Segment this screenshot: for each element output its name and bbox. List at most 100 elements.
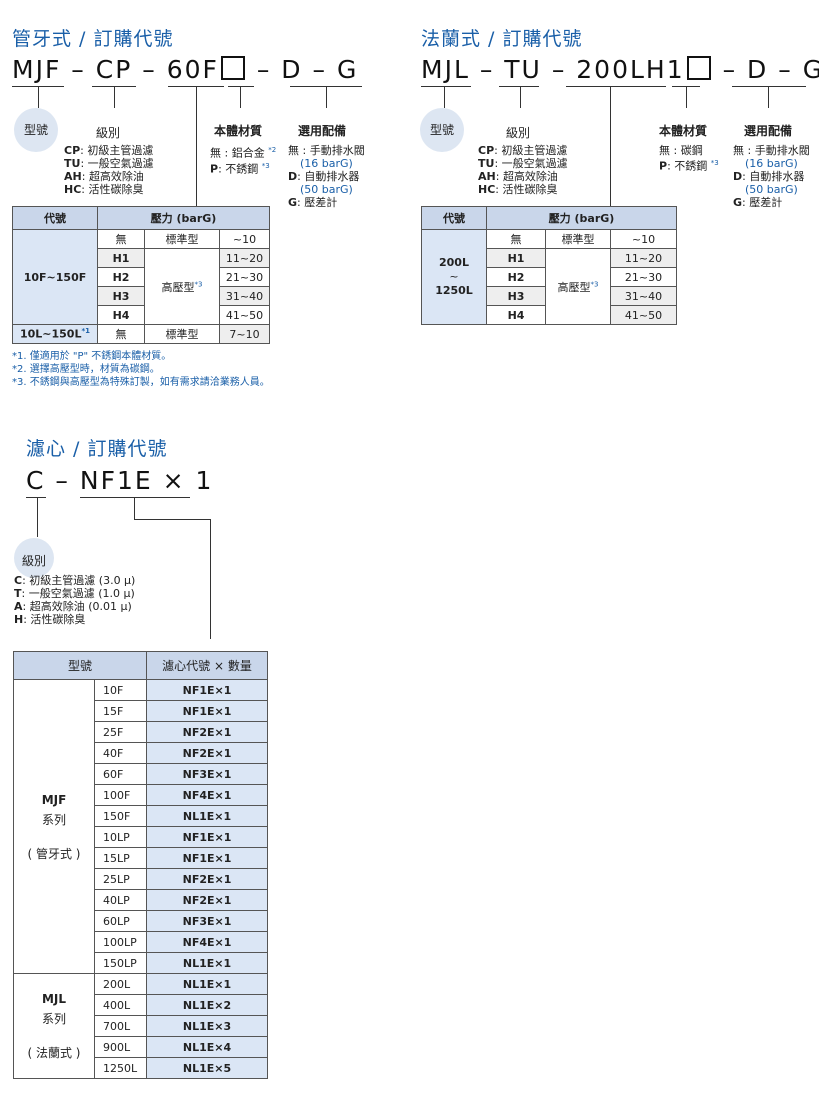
material-options: 無 : 鋁合金 *2 P: 不銹鋼 *3	[210, 146, 277, 176]
code-part-gauge: G	[336, 55, 359, 84]
leader-line	[686, 86, 687, 108]
code-part-element: NF1E	[79, 466, 153, 495]
leader-line	[610, 86, 611, 206]
grade-label: 級別	[14, 538, 54, 578]
code-part-drain: D	[747, 55, 769, 84]
element-code-cell: NF2E×1	[146, 742, 268, 764]
element-code-cell: NF1E×1	[146, 847, 268, 869]
element-code-cell: NL1E×5	[146, 1057, 268, 1079]
element-code-cell: NF2E×1	[146, 889, 268, 911]
pressure-value: 21~30	[610, 267, 677, 287]
element-code-cell: NL1E×1	[146, 973, 268, 995]
code-part-size: 200LH1	[576, 55, 685, 84]
type-label: 標準型	[545, 229, 611, 249]
element-code-cell: NL1E×3	[146, 1015, 268, 1037]
grade-options: C: 初級主管過濾 (3.0 μ) T: 一般空氣過濾 (1.0 μ) A: 超…	[14, 574, 136, 626]
mjf-pressure-table: 代號 壓力 (barG) 10F~150F 無 標準型 ~10 H1 高壓型*3…	[12, 206, 270, 344]
model-cell: 25LP	[94, 868, 147, 890]
leader-line	[326, 86, 327, 108]
model-cell: 15F	[94, 700, 147, 722]
pressure-code: H1	[486, 248, 546, 268]
mjl-pressure-table: 代號 壓力 (barG) 200L ~ 1250L 無 標準型 ~10 H1 高…	[421, 206, 677, 325]
pressure-code: H3	[486, 286, 546, 306]
header-pressure: 壓力 (barG)	[97, 206, 270, 230]
pressure-value: 31~40	[219, 286, 270, 306]
leader-line	[520, 86, 521, 108]
pressure-value: 41~50	[610, 305, 677, 325]
element-code-cell: NL1E×1	[146, 805, 268, 827]
mjl-order-code: MJL – TU – 200LH1 – D – G	[421, 55, 819, 84]
code-separator: –	[312, 55, 328, 84]
model-cell: 150LP	[94, 952, 147, 974]
material-label: 本體材質	[214, 124, 263, 138]
underline	[499, 86, 539, 87]
mjl-title: 法蘭式 / 訂購代號	[421, 28, 583, 50]
underline	[421, 86, 471, 87]
code-part-drain: D	[281, 55, 303, 84]
element-code-cell: NF3E×1	[146, 910, 268, 932]
leader-line	[210, 519, 211, 639]
grade-options: CP: 初級主管過濾 TU: 一般空氣過濾 AH: 超高效除油 HC: 活性碳除…	[478, 144, 568, 196]
element-code-cell: NL1E×2	[146, 994, 268, 1016]
pressure-code: 無	[486, 229, 546, 249]
pressure-code: H3	[97, 286, 145, 306]
model-cell: 15LP	[94, 847, 147, 869]
model-cell: 25F	[94, 721, 147, 743]
footnote: *1. 僅適用於 "P" 不銹鋼本體材質。	[12, 351, 172, 362]
size-range: 10L~150L*1	[12, 324, 98, 344]
model-cell: 40F	[94, 742, 147, 764]
code-separator: –	[71, 55, 86, 84]
model-cell: 700L	[94, 1015, 147, 1037]
option-list: 無 : 手動排水閥 (16 barG) D: 自動排水器 (50 barG) G…	[733, 144, 810, 209]
type-label: 標準型	[144, 324, 220, 344]
pressure-value: ~10	[610, 229, 677, 249]
pressure-code: 無	[97, 324, 145, 344]
leader-line	[240, 86, 241, 108]
header-code: 代號	[421, 206, 487, 230]
leader-line	[196, 86, 197, 206]
pressure-value: 11~20	[219, 248, 270, 268]
leader-line	[134, 519, 210, 520]
code-part-grade: TU	[504, 55, 542, 84]
footnote: *2. 選擇高壓型時，材質為碳鋼。	[12, 364, 160, 375]
underline	[228, 86, 254, 87]
pressure-value: 31~40	[610, 286, 677, 306]
element-code-cell: NF3E×1	[146, 763, 268, 785]
option-label: 選用配備	[744, 124, 793, 138]
pressure-value: 41~50	[219, 305, 270, 325]
code-separator: –	[551, 55, 567, 84]
element-code-cell: NF4E×1	[146, 784, 268, 806]
header-model: 型號	[13, 651, 147, 680]
size-range: 200L ~ 1250L	[421, 229, 487, 325]
code-times: ×	[162, 466, 186, 495]
grade-label: 級別	[506, 126, 531, 140]
pressure-code: H2	[97, 267, 145, 287]
model-cell: 40LP	[94, 889, 147, 911]
model-cell: 1250L	[94, 1057, 147, 1079]
leader-line	[37, 497, 38, 537]
element-order-code: C – NF1E × 1	[26, 466, 213, 495]
model-cell: 60F	[94, 763, 147, 785]
pressure-value: 11~20	[610, 248, 677, 268]
grade-options: CP: 初級主管過濾 TU: 一般空氣過濾 AH: 超高效除油 HC: 活性碳除…	[64, 144, 154, 196]
material-options: 無 : 碳鋼 P: 不銹鋼 *3	[659, 144, 719, 173]
pressure-code: H1	[97, 248, 145, 268]
type-label: 高壓型*3	[144, 248, 220, 325]
code-separator: –	[778, 55, 793, 84]
code-part-size: 60F	[166, 55, 219, 84]
pressure-value: ~10	[219, 229, 270, 249]
code-part-series: MJL	[421, 55, 470, 84]
mjf-order-code: MJF – CP – 60F – D – G	[12, 55, 358, 84]
code-separator: –	[722, 55, 738, 84]
pressure-code: H2	[486, 267, 546, 287]
code-separator: –	[55, 466, 70, 495]
